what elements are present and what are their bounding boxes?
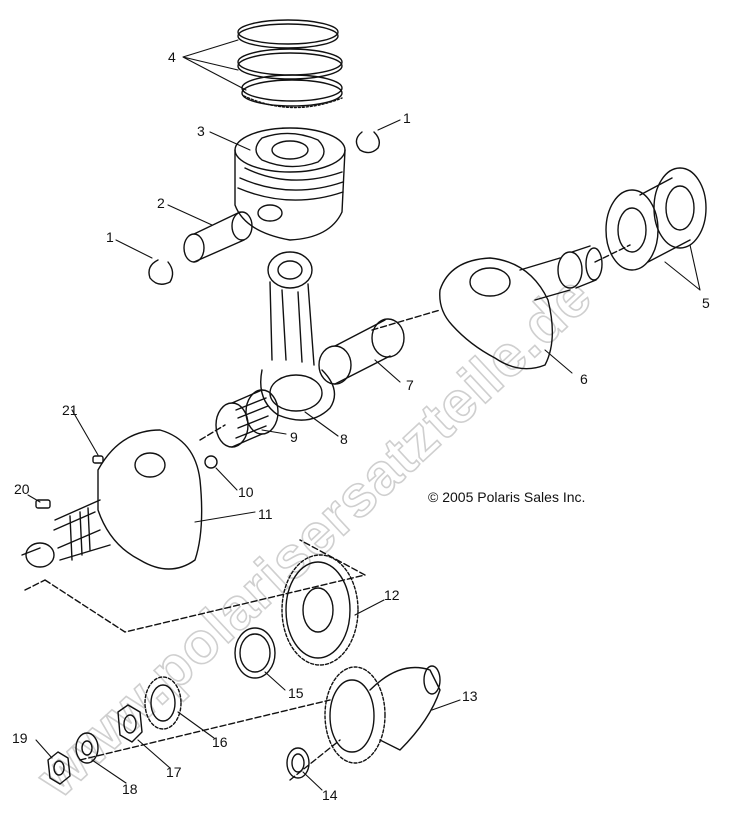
needle-bearing (215, 389, 279, 448)
piston-pin (183, 211, 253, 263)
balance-shaft (324, 665, 441, 764)
piston (234, 127, 346, 241)
callout-9: 9 (290, 429, 298, 445)
callout-10: 10 (238, 484, 254, 500)
callout-19: 19 (12, 730, 28, 746)
callout-1-right: 1 (403, 110, 411, 126)
callout-18: 18 (122, 781, 138, 797)
callout-11: 11 (258, 506, 273, 522)
axis-lines (79, 244, 631, 781)
callout-3: 3 (197, 123, 205, 139)
callout-2: 2 (157, 195, 165, 211)
piston-rings (237, 19, 343, 109)
callout-12: 12 (384, 587, 400, 603)
washer-14 (286, 747, 310, 779)
callout-17: 17 (166, 764, 182, 780)
callout-1-left: 1 (106, 229, 114, 245)
circlip-right (355, 131, 381, 154)
connecting-rod (260, 251, 336, 421)
circlip-left (148, 259, 174, 285)
callout-20: 20 (14, 481, 30, 497)
crank-pin (318, 318, 405, 385)
leader-lines (27, 39, 701, 791)
callout-7: 7 (406, 377, 414, 393)
nut-17 (117, 704, 143, 743)
small-gear (144, 676, 182, 730)
callout-14: 14 (322, 787, 338, 803)
callout-5: 5 (702, 295, 710, 311)
washer-15 (234, 627, 276, 679)
pin-20 (35, 499, 51, 509)
crank-gear (281, 554, 359, 666)
callout-15: 15 (288, 685, 304, 701)
callout-21: 21 (62, 402, 78, 418)
callout-13: 13 (462, 688, 478, 704)
callout-16: 16 (212, 734, 228, 750)
ball-10 (204, 455, 218, 469)
washer-18 (75, 732, 99, 764)
crankshaft-half-right (439, 245, 603, 370)
callout-8: 8 (340, 431, 348, 447)
nut-19 (47, 751, 71, 785)
pin-21 (92, 455, 104, 464)
callout-4: 4 (168, 49, 176, 65)
callout-6: 6 (580, 371, 588, 387)
main-bearings (605, 167, 707, 271)
copyright-text: © 2005 Polaris Sales Inc. (428, 489, 586, 505)
